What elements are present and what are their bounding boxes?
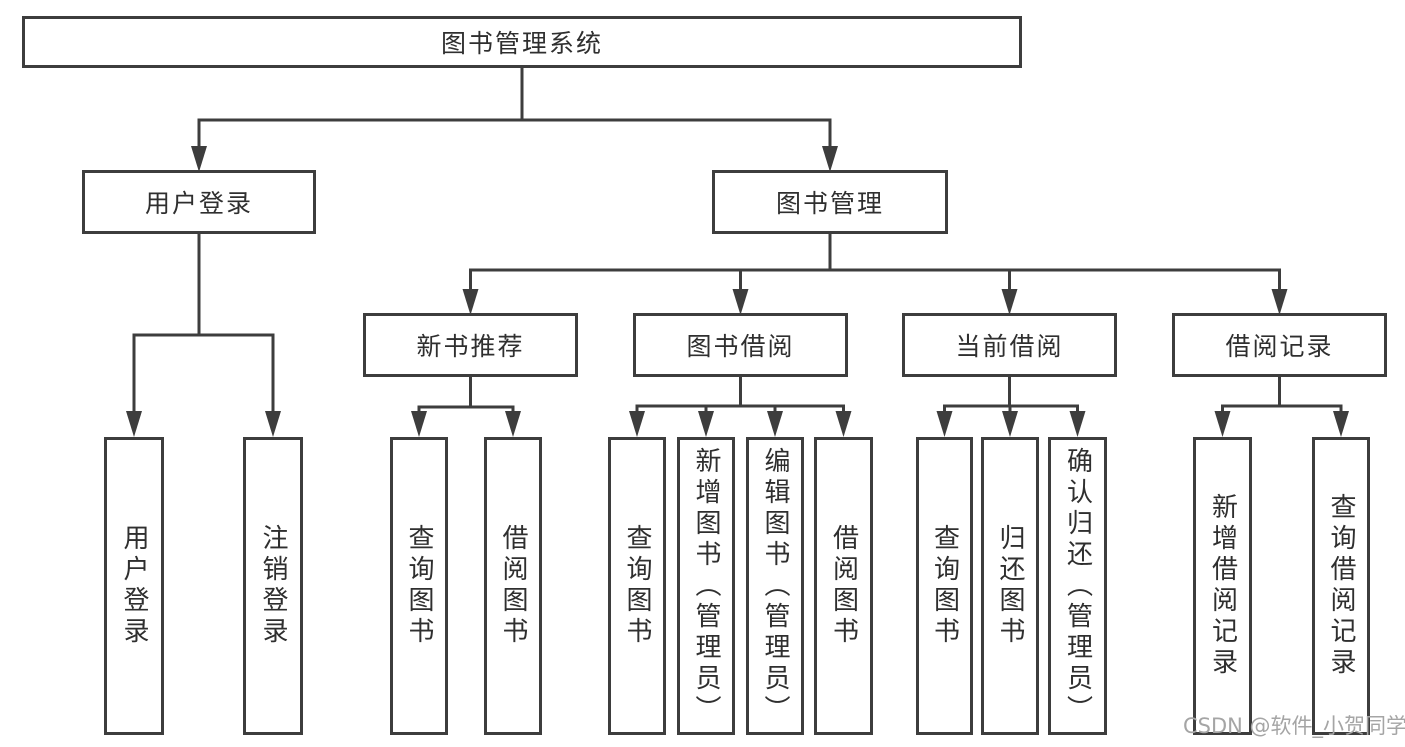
node-new-book-recommend: 新书推荐 — [363, 313, 578, 377]
leaf-current-confirm-return: 确认归还（管理员） — [1048, 437, 1107, 735]
node-book-management: 图书管理 — [712, 170, 948, 234]
connector-root-to-level2 — [191, 66, 838, 172]
connector-new-book-recommend-to-leaves — [411, 375, 521, 437]
leaf-recommend-borrow-book: 借阅图书 — [484, 437, 542, 735]
connector-book-borrow-to-leaves — [629, 375, 852, 437]
node-borrow-record: 借阅记录 — [1172, 313, 1387, 377]
connector-user-login-to-leaves — [126, 232, 281, 437]
leaf-logout: 注销登录 — [243, 437, 303, 735]
connector-current-borrow-to-leaves — [936, 375, 1086, 437]
leaf-recommend-query-book: 查询图书 — [390, 437, 448, 735]
leaf-user-login: 用户登录 — [104, 437, 164, 735]
leaf-borrow-query-book: 查询图书 — [608, 437, 666, 735]
connector-borrow-record-to-leaves — [1214, 375, 1349, 437]
leaf-record-add: 新增借阅记录 — [1193, 437, 1252, 735]
connector-book-management-to-level3 — [462, 232, 1288, 315]
node-user-login: 用户登录 — [82, 170, 316, 234]
node-root: 图书管理系统 — [22, 16, 1022, 68]
leaf-borrow-borrow-book: 借阅图书 — [814, 437, 873, 735]
node-book-borrow: 图书借阅 — [633, 313, 848, 377]
watermark: CSDN @软件_小贺同学 — [1183, 714, 1405, 738]
leaf-current-query-book: 查询图书 — [916, 437, 973, 735]
leaf-current-return-book: 归还图书 — [981, 437, 1039, 735]
leaf-record-query: 查询借阅记录 — [1312, 437, 1370, 735]
leaf-borrow-edit-book: 编辑图书（管理员） — [746, 437, 804, 735]
leaf-borrow-add-book: 新增图书（管理员） — [677, 437, 735, 735]
node-current-borrow: 当前借阅 — [902, 313, 1117, 377]
